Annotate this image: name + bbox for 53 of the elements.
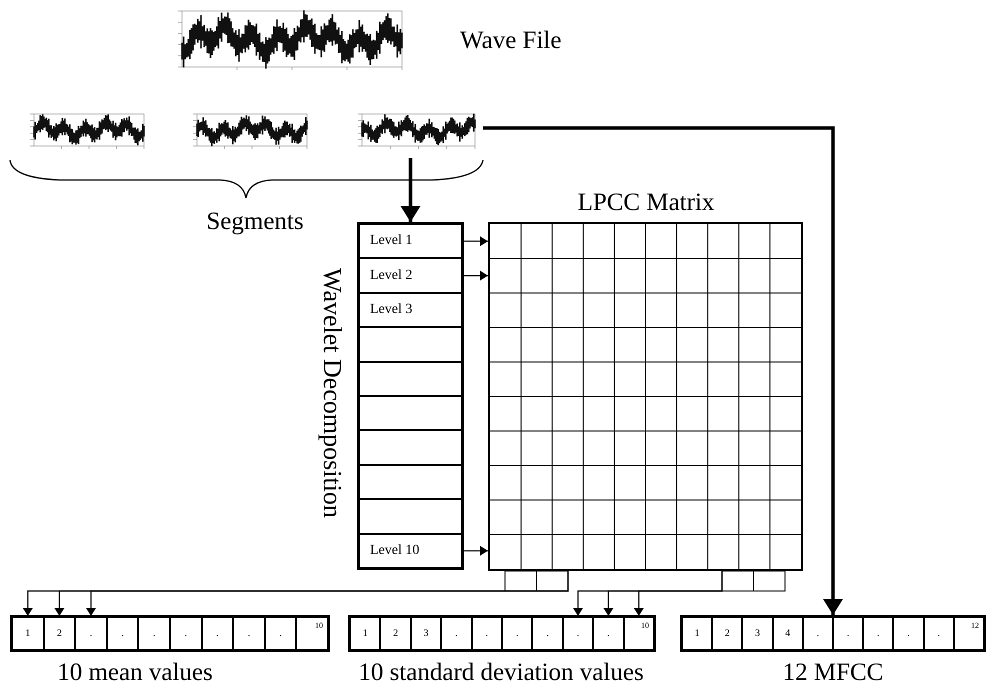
array-cell: . <box>562 617 594 650</box>
array-cell: 12 <box>954 617 984 650</box>
level-cell: Level 1 <box>359 224 462 258</box>
array-cell: . <box>502 617 532 650</box>
array-cell: 2 <box>380 617 411 650</box>
arrow <box>483 126 843 615</box>
array-cell: . <box>170 617 202 650</box>
level-cell <box>359 499 462 534</box>
array-cell: 1 <box>12 617 44 650</box>
array-cell: . <box>441 617 472 650</box>
level-cell <box>359 430 462 465</box>
array-cell: . <box>893 617 924 650</box>
arrow <box>400 158 420 222</box>
bracket-label: Segments <box>205 206 305 236</box>
array-cell: . <box>833 617 864 650</box>
array-cell: 10 <box>296 617 328 650</box>
arrow <box>634 571 723 616</box>
arrow <box>462 236 488 246</box>
heading: 10 standard deviation values <box>357 658 645 688</box>
array-cell: . <box>472 617 502 650</box>
level-cell: Level 10 <box>359 534 462 568</box>
level-cell <box>359 396 462 430</box>
heading: 12 MFCC <box>782 658 884 688</box>
array-cell: . <box>863 617 894 650</box>
array-cell: . <box>233 617 265 650</box>
picture-caption: Wave File <box>460 26 562 56</box>
array-cell: 2 <box>712 617 742 650</box>
array-cell: . <box>593 617 624 650</box>
level-cell: Level 3 <box>359 292 462 328</box>
arrow <box>462 546 488 556</box>
heading: Wavelet Decomposition <box>317 266 348 520</box>
array-cell: . <box>138 617 170 650</box>
array-cell: 2 <box>44 617 76 650</box>
arrow <box>462 270 488 281</box>
heading: LPCC Matrix <box>576 188 716 218</box>
heading: 10 mean values <box>56 658 214 688</box>
level-cell: Level 2 <box>359 258 462 293</box>
array-cell: . <box>924 617 954 650</box>
array-cell: . <box>802 617 833 650</box>
level-cell <box>359 327 462 362</box>
array-cell: . <box>532 617 563 650</box>
array-cell: 1 <box>350 617 380 650</box>
array-cell: 1 <box>682 617 712 650</box>
array-cell: 3 <box>742 617 773 650</box>
array-cell: 4 <box>772 617 803 650</box>
array-cell: . <box>75 617 107 650</box>
array-cell: . <box>264 617 296 650</box>
array-cell: . <box>106 617 138 650</box>
array-cell: . <box>202 617 234 650</box>
level-cell <box>359 464 462 500</box>
array-cell: 3 <box>410 617 442 650</box>
array-cell: 10 <box>624 617 654 650</box>
level-cell <box>359 362 462 396</box>
